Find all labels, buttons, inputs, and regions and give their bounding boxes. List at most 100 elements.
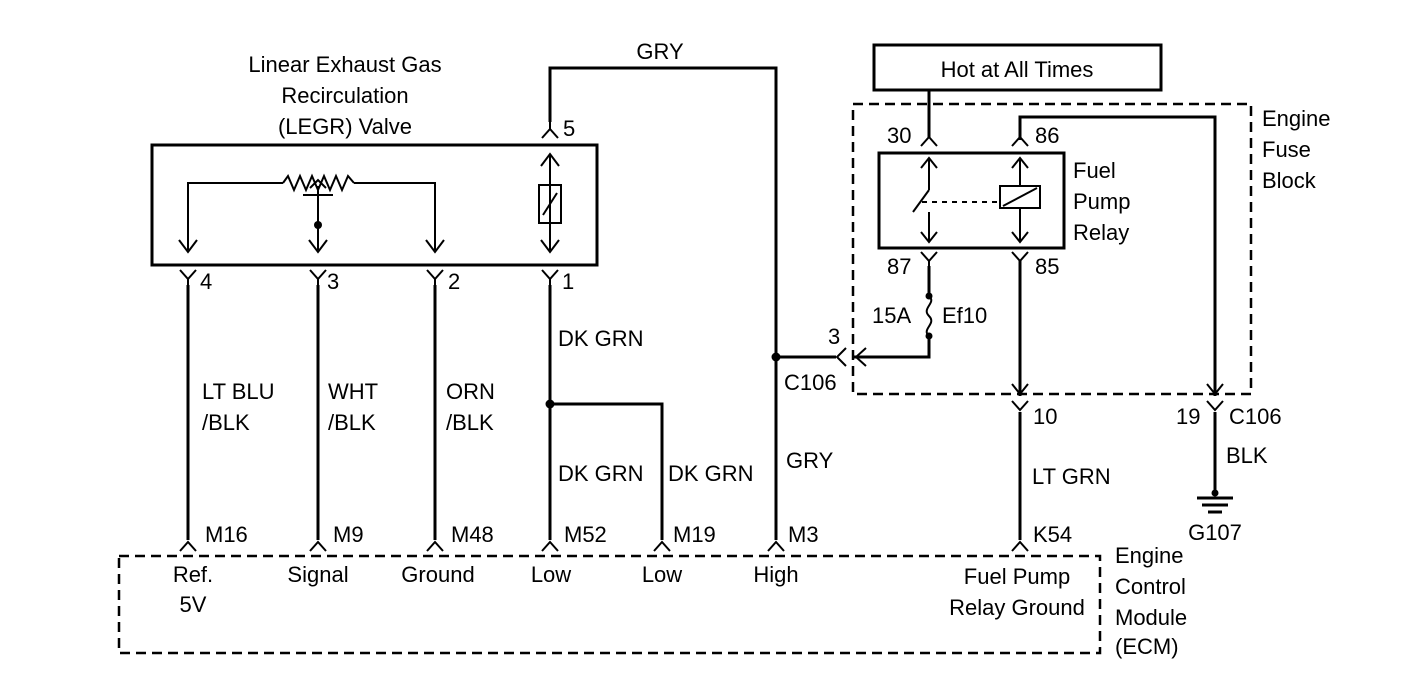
fuse-block-title-line2: Fuse [1262, 137, 1311, 162]
lt-grn-label: LT GRN [1032, 464, 1111, 489]
ecm-title-line1: Engine [1115, 543, 1184, 568]
arrow-up-icon [540, 152, 560, 167]
legr-valve: Linear Exhaust Gas Recirculation (LEGR) … [150, 52, 599, 294]
relay-pin-85: 85 [1035, 254, 1059, 279]
relay-title-line3: Relay [1073, 220, 1129, 245]
connector-pin-icon [309, 540, 327, 552]
connector-pin-icon [767, 540, 785, 552]
fuse-icon [925, 295, 933, 337]
pin-1-label: 1 [562, 269, 574, 294]
ecm-pin-name-ref: Ref. [173, 562, 213, 587]
lt-blu-label-line2: /BLK [202, 410, 250, 435]
legr-title-line2: Recirculation [281, 83, 408, 108]
pin-5-label: 5 [563, 116, 575, 141]
arrow-down-icon [308, 239, 328, 254]
relay-title-line2: Pump [1073, 189, 1130, 214]
legr-title-line1: Linear Exhaust Gas [248, 52, 441, 77]
connector-pin-icon [653, 540, 671, 552]
ecm-pin-m3: M3 [788, 522, 819, 547]
junction-dot [314, 221, 322, 229]
c106-label-right: C106 [1229, 404, 1282, 429]
connector-pin-icon [179, 269, 197, 285]
fuse-block-title-line1: Engine [1262, 106, 1331, 131]
hot-label: Hot at All Times [941, 57, 1094, 82]
arrow-down-icon [540, 239, 560, 254]
connector-pin-icon [1011, 540, 1029, 552]
connector-pin-icon [835, 347, 847, 367]
arrow-up-icon [1011, 156, 1029, 169]
gry-wire [548, 66, 778, 540]
ecm: Engine Control Module (ECM) M16 M9 M48 M… [117, 522, 1187, 659]
arrow-up-icon [920, 156, 938, 169]
coil-diagonal [1002, 187, 1038, 207]
connector-pin-icon [179, 540, 197, 552]
gry-vertical-label: GRY [786, 448, 834, 473]
legr-title-line3: (LEGR) Valve [278, 114, 412, 139]
connector-pin-icon [1011, 135, 1029, 147]
ecm-title-line4: (ECM) [1115, 634, 1179, 659]
c106-pin-3-label: 3 [828, 324, 840, 349]
connector-pin-icon [1206, 400, 1224, 412]
engine-fuse-block: Engine Fuse Block Fuel Pump Relay 30 86 … [851, 102, 1331, 396]
hot-at-all-times-box [872, 43, 1163, 92]
ecm-boundary [117, 554, 1102, 655]
ecm-pin-name-low-2: Low [642, 562, 682, 587]
blk-label: BLK [1226, 443, 1268, 468]
ecm-pin-m19: M19 [673, 522, 716, 547]
fuse-rating: 15A [872, 303, 911, 328]
arrow-down-icon [178, 239, 198, 254]
dk-grn-label-3: DK GRN [668, 461, 754, 486]
fuse-block-title-line3: Block [1262, 168, 1317, 193]
pot-right-lead [354, 182, 436, 250]
ground-g107: G107 [1188, 489, 1242, 545]
solenoid-icon [538, 184, 562, 224]
gry-top-label: GRY [636, 39, 684, 64]
arrow-down-icon [1206, 383, 1224, 396]
connector-pin-icon [541, 122, 559, 139]
legr-valve-box [150, 143, 599, 267]
wht-label-line2: /BLK [328, 410, 376, 435]
connector-pin-icon [426, 269, 444, 285]
arrow-down-icon [425, 239, 445, 254]
splice-dot [771, 352, 781, 362]
relay-86-wire [1018, 115, 1217, 396]
c106-connectors: 3 C106 10 19 C106 [784, 324, 1282, 429]
ecm-pin-m48: M48 [451, 522, 494, 547]
ecm-pin-m16: M16 [205, 522, 248, 547]
arrow-down-icon [1011, 231, 1029, 244]
connector-pin-icon [920, 135, 938, 147]
connector-pin-icon [541, 269, 559, 285]
arrow-down-icon [1011, 383, 1029, 396]
ecm-pin-name-fuel-pump: Fuel Pump [964, 564, 1070, 589]
ground-label: G107 [1188, 520, 1242, 545]
switch-contact-icon [912, 189, 930, 213]
pin-4-label: 4 [200, 269, 212, 294]
fuel-pump-relay-box [877, 151, 1066, 250]
dk-grn-branch-wire [550, 402, 664, 540]
arrow-left-icon [854, 347, 867, 367]
ecm-pin-name-high: High [753, 562, 798, 587]
solenoid-diagonal [542, 192, 558, 216]
ecm-pin-m52: M52 [564, 522, 607, 547]
ecm-pin-name-5v: 5V [180, 592, 207, 617]
arrow-down-icon [920, 231, 938, 244]
c106-pin-10-label: 10 [1033, 404, 1057, 429]
pin-2-label: 2 [448, 269, 460, 294]
connector-pin-icon [1011, 400, 1029, 412]
ecm-pin-m9: M9 [333, 522, 364, 547]
ecm-pin-name-signal: Signal [287, 562, 348, 587]
fuse-name: Ef10 [942, 303, 987, 328]
splice-dot [545, 399, 555, 409]
orn-label-line1: ORN [446, 379, 495, 404]
connector-pin-icon [1011, 251, 1029, 263]
fuse-to-c106-wire [854, 336, 931, 359]
relay-pin-86: 86 [1035, 123, 1059, 148]
dk-grn-label-1: DK GRN [558, 326, 644, 351]
ecm-title-line3: Module [1115, 605, 1187, 630]
ecm-pin-name-ground: Ground [401, 562, 474, 587]
pin-3-label: 3 [327, 269, 339, 294]
relay-pin-87: 87 [887, 254, 911, 279]
c106-pin-19-label: 19 [1176, 404, 1200, 429]
ecm-pin-name-relay-ground: Relay Ground [949, 595, 1085, 620]
lt-blu-label-line1: LT BLU [202, 379, 275, 404]
